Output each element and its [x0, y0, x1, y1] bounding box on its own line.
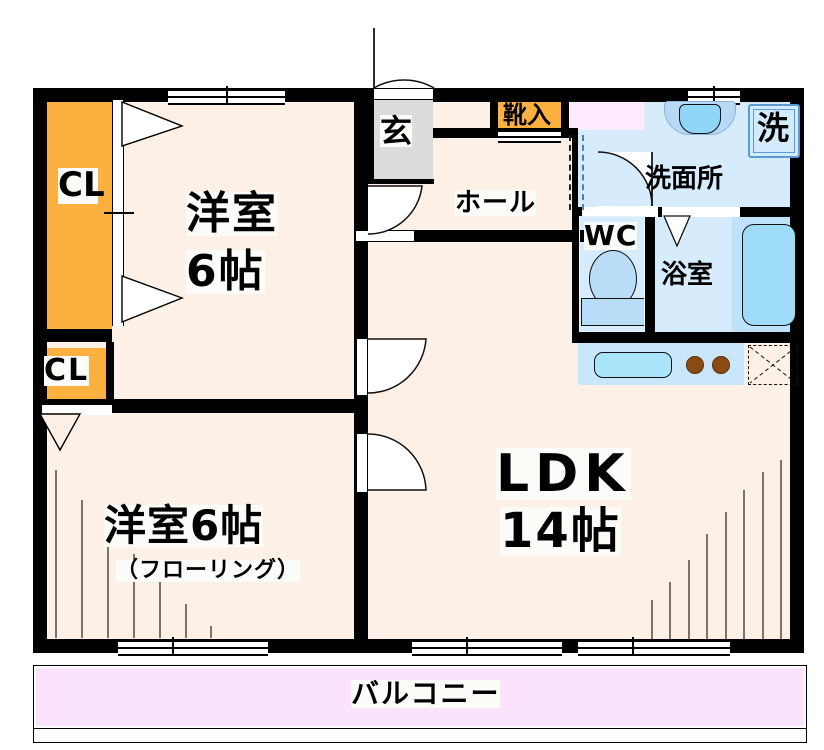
washroom-label: 洗面所 [645, 164, 724, 194]
wall-entrance-pink-frame [561, 100, 569, 130]
closet-large-fill [42, 96, 112, 329]
closet-small-arrow [38, 413, 84, 454]
window-sash-south-mid [466, 637, 468, 655]
entrance-pink-fill [569, 100, 644, 130]
washing-machine-inner [753, 109, 795, 153]
shoe-box-label: 靴入 [503, 101, 551, 129]
shoe-box-fill [498, 100, 561, 130]
window-shoebox-line [498, 130, 561, 143]
balcony-outline [33, 665, 807, 729]
window-bedroom-bottom-south [118, 640, 268, 656]
window-sash-south-right [632, 637, 634, 655]
outer-wall-top-right [433, 88, 804, 102]
closet-bifold-arrow-top [121, 100, 185, 150]
genkan-door-arc[interactable] [373, 28, 440, 90]
bedroom-top-label: 洋室 [186, 188, 278, 239]
wall-between-bedrooms [33, 399, 368, 413]
window-sash-south-left [172, 637, 174, 655]
ldk-ray-lines [640, 460, 805, 642]
wall-toilet-right [645, 215, 655, 335]
bedroom-bottom-label: 洋室6帖 [104, 501, 264, 550]
window-sash-washroom [713, 86, 715, 104]
washroom-door-arc[interactable] [596, 151, 656, 210]
stove-burner-left-icon [686, 356, 704, 374]
closet-small-door-panel[interactable] [42, 404, 112, 415]
genkan-step-bottom [368, 179, 434, 184]
window-ldk-south-a [412, 640, 562, 656]
stove-burner-right-icon [712, 356, 730, 374]
closet-handle-mark [104, 212, 134, 214]
window-ldk-south-b [578, 640, 730, 656]
closet-bifold-arrow-bottom [121, 272, 184, 324]
ldk-label: LDK [496, 444, 631, 504]
toilet-tank-icon [581, 298, 645, 326]
kitchen-sink-icon [594, 352, 672, 378]
outer-wall-left [33, 88, 47, 653]
bedroom-bottom-note: （フローリング） [116, 558, 301, 583]
ldk-bedroom-bottom-door-arc[interactable] [367, 433, 430, 492]
wall-bedroom-top-right [354, 88, 368, 413]
bathtub-icon [742, 224, 796, 326]
wall-toilet-left [572, 215, 579, 335]
wall-shoebox-left [490, 100, 498, 130]
bathroom-label: 浴室 [661, 260, 714, 290]
door-sill-bath-top [662, 207, 740, 217]
bath-door-v-mark [663, 215, 694, 250]
ldk-size: 14帖 [500, 503, 621, 559]
washing-machine-icon [748, 104, 800, 158]
bedroom-top-size: 6帖 [186, 246, 265, 297]
toilet-label: WC [584, 219, 638, 252]
bedroom-bottom-ray-lines [48, 470, 218, 640]
washbasin-bowl-icon [679, 104, 721, 134]
balcony-label: バルコニー [351, 677, 501, 710]
wall-closet-small-right [106, 342, 114, 410]
door-sill-genkan [374, 88, 433, 100]
refrigerator-space-cross [748, 345, 798, 385]
ldk-bedroom-top-door-arc[interactable] [367, 338, 430, 395]
closet-large-label: CL [58, 165, 105, 205]
window-sash-north [226, 86, 228, 104]
wall-closet-large-bottom [33, 329, 112, 342]
toilet-room-inner-border [579, 216, 645, 332]
closet-small-label: CL [44, 353, 90, 388]
refrigerator-space-icon [748, 345, 798, 385]
wall-wetzone-bottom [572, 332, 804, 343]
door-panel-ldk-bedroom-top[interactable] [356, 339, 368, 395]
genkan-door-frame-left [368, 88, 374, 184]
hall-bedroom-door-arc[interactable] [367, 185, 426, 238]
wall-closet-large-right [106, 88, 114, 102]
door-panel-ldk-bedroom-bottom[interactable] [356, 434, 368, 492]
door-sill-toilet-top [582, 207, 640, 217]
wall-washroom-left [572, 130, 578, 220]
genkan-label: 玄 [380, 112, 413, 150]
partition-dashed-inner [582, 135, 584, 210]
partition-dashed-outer [569, 135, 571, 210]
hall-label: ホール [455, 188, 537, 218]
washing-machine-label: 洗 [757, 109, 790, 147]
balcony-outer-edge [33, 729, 807, 743]
